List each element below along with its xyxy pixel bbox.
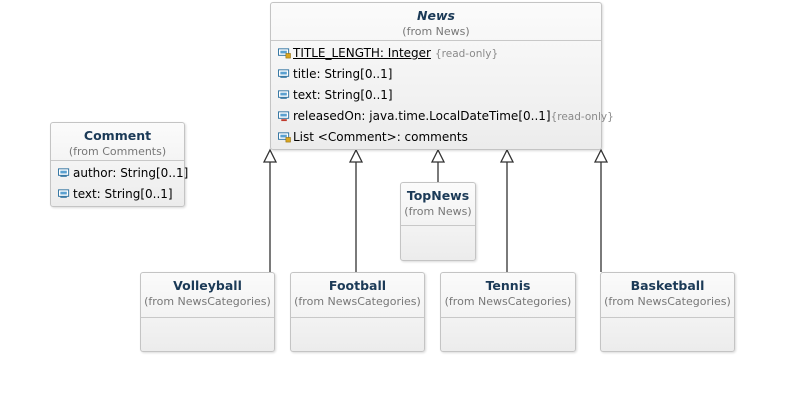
class-football[interactable]: Football (from NewsCategories) [290,272,425,352]
attribute-list: author: String[0..1] text: String[0..1] [51,161,188,205]
public-field-icon [57,165,72,177]
attribute-constraint: {read-only} [550,111,614,123]
attribute-text: text: String[0..1] [293,88,393,102]
attribute-text: author: String[0..1] [73,166,189,180]
attribute-row[interactable]: releasedOn: java.time.LocalDateTime[0..1… [277,106,614,127]
attribute-row[interactable]: text: String[0..1] [277,85,601,106]
class-topnews[interactable]: TopNews (from News) [400,182,476,261]
attribute-list: TITLE_LENGTH: Integer{read-only}title: S… [271,41,614,148]
attribute-text: text: String[0..1] [73,187,173,201]
class-name: News [417,8,455,23]
attribute-row[interactable]: text: String[0..1] [57,184,184,205]
class-name: Basketball [630,278,705,293]
class-tennis[interactable]: Tennis (from NewsCategories) [440,272,576,352]
class-name: Volleyball [173,278,242,293]
class-name: Football [328,278,387,293]
class-volleyball[interactable]: Volleyball (from NewsCategories) [140,272,275,352]
attribute-row[interactable]: List <Comment>: comments [277,127,601,148]
class-news[interactable]: News (from News) TITLE_LENGTH: Integer{r… [270,2,614,150]
attribute-text: List <Comment>: comments [293,130,468,144]
class-package: (from NewsCategories) [604,295,731,308]
class-name: TopNews [406,188,470,203]
private-field-icon [277,108,292,122]
arrowhead-football [348,148,364,163]
attribute-constraint: {read-only} [434,48,499,60]
arrowhead-topnews [430,148,446,163]
class-name: Comment [83,128,152,143]
class-package: (from Comments) [68,145,167,158]
attribute-row[interactable]: title: String[0..1] [277,64,601,85]
public-field-icon [277,87,292,99]
class-package: (from NewsCategories) [444,295,572,308]
class-package: (from NewsCategories) [144,295,271,308]
attribute-text: title: String[0..1] [293,67,393,81]
arrowhead-basketball [593,148,609,163]
static-field-icon [277,129,292,143]
arrowhead-tennis [499,148,515,163]
class-package: (from News) [404,205,472,218]
static-field-icon [277,45,292,59]
arrowhead-volleyball [262,148,278,163]
class-package: (from News) [402,25,470,38]
attribute-row[interactable]: author: String[0..1] [57,163,188,184]
attribute-text: TITLE_LENGTH: Integer [293,46,431,60]
public-field-icon [57,186,72,198]
class-basketball[interactable]: Basketball (from NewsCategories) [600,272,735,352]
class-package: (from NewsCategories) [294,295,421,308]
attribute-text: releasedOn: java.time.LocalDateTime[0..1… [293,109,551,123]
class-comment[interactable]: Comment (from Comments) author: String[0… [50,122,188,207]
public-field-icon [277,66,292,78]
attribute-row[interactable]: TITLE_LENGTH: Integer{read-only} [277,43,601,64]
class-name: Tennis [485,278,531,293]
